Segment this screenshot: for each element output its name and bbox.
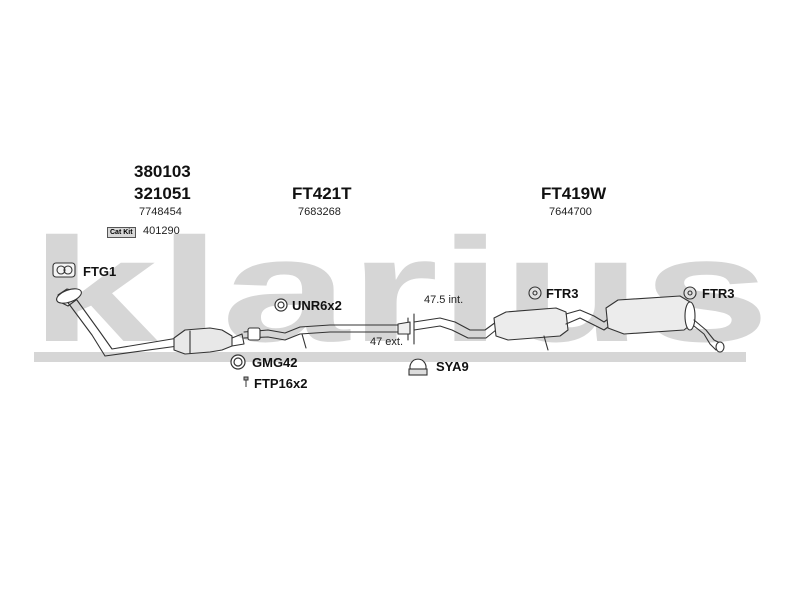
fitting-label-ftr3-right[interactable]: FTR3 (702, 286, 735, 301)
fitting-label-ftg1[interactable]: FTG1 (83, 264, 117, 279)
front-pipe-flange (56, 288, 82, 304)
fitting-label-gmg42[interactable]: GMG42 (252, 355, 298, 370)
rubber-hanger-icon-left (528, 286, 542, 300)
gasket-ring-icon (230, 354, 246, 370)
tail-pipe-b (693, 325, 717, 351)
watermark-text: klarius (30, 208, 770, 373)
cat-kit-badge: Cat Kit (107, 227, 136, 238)
front-pipe-tube-b (73, 295, 179, 350)
mid-pipe-b (243, 331, 401, 341)
part-code-mid-pipe[interactable]: FT421T (292, 184, 352, 203)
part-code-rear-silencer[interactable]: FT419W (541, 184, 607, 203)
mid-pipe-a (243, 324, 401, 334)
fitting-label-unr6x2[interactable]: UNR6x2 (292, 298, 342, 313)
oe-number-catalyst: 7748454 (139, 206, 182, 218)
rear-pipe-b (413, 325, 497, 339)
part-code-catalyst-2[interactable]: 321051 (134, 184, 191, 203)
silencer-hanger (543, 335, 549, 351)
cat-outlet (231, 333, 245, 347)
fitting-label-ftr3-left[interactable]: FTR3 (546, 286, 579, 301)
joint-collar (397, 321, 411, 335)
oe-number-rear-silencer: 7644700 (549, 206, 592, 218)
fitting-label-sya9[interactable]: SYA9 (436, 359, 469, 374)
clamp-ring-icon (274, 298, 288, 312)
center-silencer-tail-b (565, 317, 613, 331)
bolt-icon (243, 376, 249, 387)
oe-number-mid-pipe: 7683268 (298, 206, 341, 218)
rear-silencer-end (684, 301, 696, 331)
dimension-external: 47 ext. (370, 336, 404, 348)
fitting-label-ftp16x2[interactable]: FTP16x2 (254, 376, 308, 391)
flange-gasket-icon (52, 262, 76, 278)
rear-pipe-a (413, 317, 497, 331)
mid-pipe-hanger (301, 333, 307, 349)
cat-kit-number: 401290 (143, 225, 180, 237)
part-code-catalyst-1[interactable]: 380103 (134, 162, 191, 181)
front-pipe-tube-a (65, 299, 179, 357)
watermark-band (34, 352, 746, 362)
tail-pipe-tip (715, 341, 725, 353)
mid-pipe-joint (247, 327, 261, 341)
rubber-hanger-icon-right (683, 286, 697, 300)
dimension-internal: 47.5 int. (424, 294, 464, 306)
clamp-icon (408, 358, 428, 376)
center-silencer (493, 307, 569, 341)
